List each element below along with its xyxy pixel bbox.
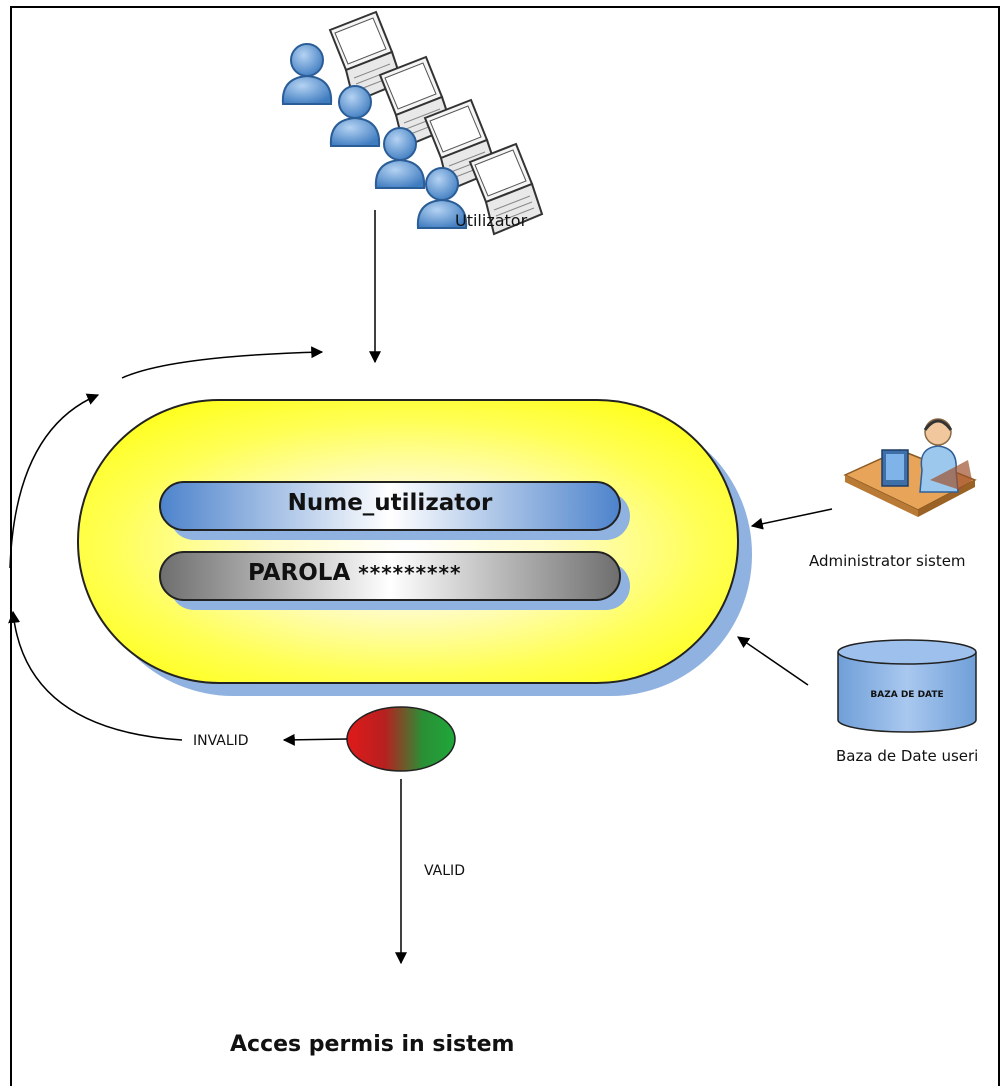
arrow-admin-to-login — [750, 508, 833, 530]
valid-label: VALID — [424, 863, 465, 879]
password-label: PAROLA ********* — [248, 560, 461, 586]
database-inner-label: BAZA DE DATE — [870, 690, 944, 700]
arrow-to-invalid — [282, 733, 348, 746]
username-field — [159, 481, 621, 531]
users-at-laptops-icon — [281, 11, 543, 235]
access-granted-title: Acces permis in sistem — [230, 1032, 515, 1057]
password-label-text: PAROLA — [248, 560, 351, 586]
retry-loop-arrow-upper — [9, 393, 100, 569]
retry-loop-arrow-top — [121, 346, 324, 379]
database-cylinder-icon — [837, 639, 977, 733]
admin-label: Administrator sistem — [809, 552, 966, 570]
login-capsule — [77, 399, 739, 684]
password-mask: ********* — [358, 561, 462, 585]
database-caption: Baza de Date useri — [836, 747, 979, 765]
password-field — [159, 551, 621, 601]
admin-at-desk-icon — [843, 418, 977, 517]
users-label: Utilizator — [455, 211, 528, 230]
invalid-label: INVALID — [193, 733, 249, 749]
username-label: Nume_utilizator — [287, 490, 493, 516]
retry-loop-arrow — [8, 610, 183, 741]
arrow-database-to-login — [737, 636, 809, 686]
decision-node-icon — [346, 706, 456, 772]
